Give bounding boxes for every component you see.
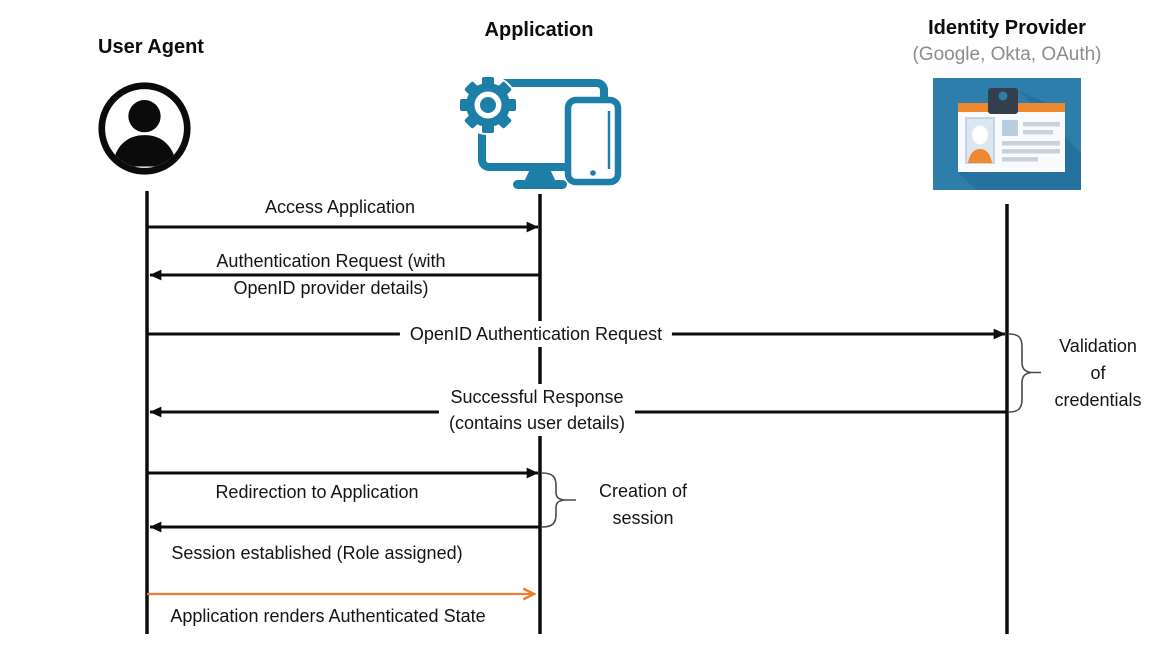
annotation-line: credentials [1054,390,1142,410]
actor-title-user-agent: User Agent [98,36,204,58]
message-label-session-established: Session established (Role assigned) [171,543,463,563]
annotation-line: of [1090,363,1106,383]
actor-title-identity-provider: Identity Provider [928,17,1086,39]
message-label-renders-authenticated-state: Application renders Authenticated State [170,606,486,626]
application-devices-icon [458,75,622,189]
annotation-line: Creation of [598,481,688,501]
message-label-successful-response: Successful Response (contains user detai… [438,384,636,436]
message-label-line: OpenID provider details) [233,278,429,298]
message-label-redirection-to-application: Redirection to Application [215,482,419,502]
annotation-line: session [612,508,674,528]
actor-subtitle-identity-provider: (Google, Okta, OAuth) [912,44,1102,65]
message-label-authentication-request: Authentication Request (with OpenID prov… [216,248,445,302]
brace-validation-of-credentials [1008,333,1041,413]
annotation-validation-of-credentials: Validation of credentials [1054,333,1141,414]
message-label-access-application: Access Application [264,197,416,217]
user-avatar-icon [98,82,191,175]
annotation-line: Validation [1059,336,1137,356]
id-card-icon [933,78,1081,190]
message-label-line: Successful Response [450,387,624,407]
message-label-line: (contains user details) [448,413,626,433]
message-label-line: Authentication Request (with [216,251,446,271]
actor-title-application: Application [484,19,594,41]
message-label-openid-authentication-request: OpenID Authentication Request [399,321,673,347]
brace-creation-of-session [541,472,576,528]
annotation-creation-of-session: Creation of session [599,478,687,532]
